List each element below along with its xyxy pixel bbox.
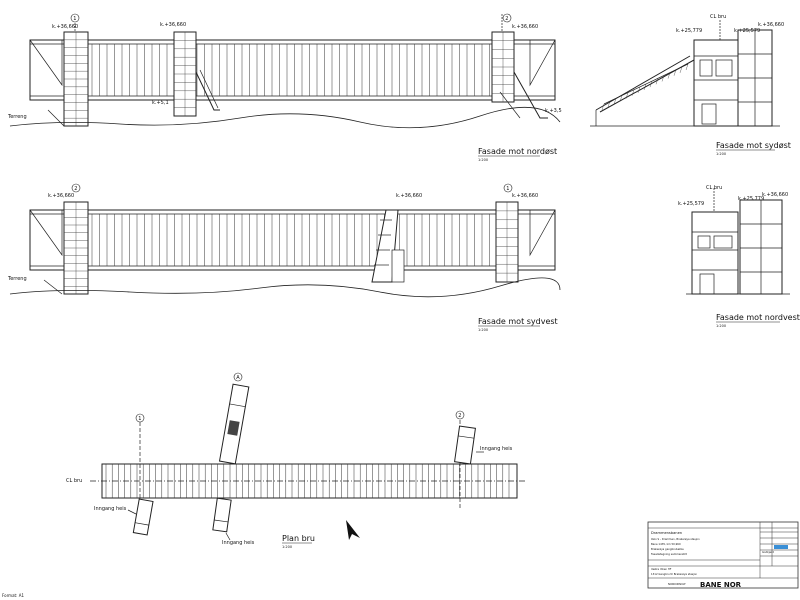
tb-company: 1312 Gangbru til Brakerøya stasjon [651, 572, 697, 576]
view-title: Fasade mot nordvest [716, 313, 800, 322]
tb-status: Godkjent [762, 550, 774, 554]
tb-company: Vestre Viken HF [651, 567, 672, 571]
view-scale: 1:200 [478, 158, 488, 162]
view-fasade-nordvest [686, 188, 790, 295]
level-label: k.+36,660 [48, 193, 74, 199]
truss-posts [91, 214, 490, 266]
tb-logo-norconsult: NORCONSULT [668, 582, 686, 586]
labels-nordvest: CL bru k.+25,579 k.+25,779 k.+36,660 Fas… [678, 185, 800, 328]
view-plan-bru [90, 383, 525, 541]
structure-line [601, 103, 605, 111]
cl-label: CL bru [710, 14, 726, 20]
terrain-label: Terreng [7, 276, 27, 282]
tb-line: Brakerøya gangbrubakke [651, 547, 684, 551]
structure-line [619, 95, 623, 102]
title-block-text: Drammensbanen Oslo S - Drammen, Brakerøy… [651, 531, 774, 589]
level-label: k.+3,5 [545, 108, 562, 114]
view-fasade-nordost [9, 14, 561, 129]
axis-marker-2: 2 [74, 186, 77, 192]
level-label: k.+36,660 [758, 22, 784, 28]
level-label: k.+25,579 [678, 201, 704, 207]
format-label: Format: A1 [2, 593, 24, 598]
stair-right [513, 71, 548, 119]
tb-logo-bane-nor: BANE NOR [700, 581, 742, 589]
view-scale: 1:200 [478, 328, 488, 332]
lift-tower-mid [212, 497, 232, 533]
axis-marker-1: 1 [138, 416, 141, 422]
labels-plan: 1 A 2 CL bru Inngang heis Inngang heis I… [66, 372, 513, 549]
tb-line: Fasadetegning sammenstilt [651, 552, 687, 556]
entrance-label: Inngang heis [480, 446, 513, 452]
level-label: k.+25,779 [738, 196, 764, 202]
lift-tower-left [132, 498, 154, 536]
level-label: k.+36,660 [396, 193, 422, 199]
labels-sydost: CL bru k.+25,779 k.+25,579 k.+36,660 Fas… [676, 14, 791, 156]
terrain-label: Terreng [7, 114, 27, 120]
structure-line [637, 86, 641, 93]
cl-label: CL bru [706, 185, 722, 191]
structure-line [625, 92, 629, 99]
terrain-line [9, 106, 561, 129]
labels-sydvest: 2 1 k.+36,660 k.+36,660 k.+36,660 Terren… [7, 183, 558, 332]
north-arrow-icon [346, 520, 360, 540]
view-title: Fasade mot sydvest [478, 317, 558, 326]
view-scale: 1:200 [716, 152, 726, 156]
tb-client: Drammensbanen [651, 531, 682, 535]
entrance-label: Inngang heis [222, 540, 255, 546]
title-block [647, 521, 799, 589]
axis-marker-2: 2 [505, 16, 508, 22]
stair-mid [195, 71, 220, 111]
structure-line [667, 72, 671, 79]
entrance-label: Inngang heis [94, 506, 127, 512]
level-label: k.+25,579 [734, 28, 760, 34]
level-label: k.+36,660 [160, 22, 186, 28]
view-scale: 1:200 [282, 545, 292, 549]
level-label: k.+36,660 [512, 24, 538, 30]
structure-line [661, 75, 665, 82]
tb-line: Bane 1435, km 50,960 [651, 542, 681, 546]
structure-line [631, 89, 635, 96]
tower-lift [691, 211, 739, 295]
axis-marker-a: A [236, 375, 240, 381]
structure-line [655, 78, 659, 85]
structure-line [613, 98, 617, 105]
truss-posts [91, 44, 490, 96]
view-title: Fasade mot sydøst [716, 141, 791, 150]
view-title: Fasade mot nordøst [478, 147, 557, 156]
axis-marker-2: 2 [458, 413, 461, 419]
level-label: k.+36,660 [762, 192, 788, 198]
structure-line [643, 83, 647, 91]
view-fasade-sydost [590, 20, 780, 127]
structure-line [685, 63, 689, 71]
labels-nordost: 1 2 k.+36,660 k.+36,660 k.+36,660 k.+5,1… [7, 13, 562, 162]
structure-line [673, 69, 677, 76]
axis-marker-1: 1 [506, 186, 509, 192]
level-label: k.+5,1 [152, 100, 169, 106]
cl-label: CL bru [66, 478, 82, 484]
view-scale: 1:200 [716, 324, 726, 328]
tb-line: Oslo S - Drammen, Brakerøya stasjon [651, 537, 700, 541]
lift-tower-right [454, 425, 476, 465]
structure-line [607, 101, 611, 108]
level-label: k.+36,660 [512, 193, 538, 199]
terrain-line [9, 277, 561, 298]
level-label: k.+36,660 [52, 24, 78, 30]
structure-line [649, 81, 653, 88]
axis-marker-1: 1 [73, 16, 76, 22]
level-label: k.+25,779 [676, 28, 702, 34]
view-title: Plan bru [282, 534, 315, 543]
view-fasade-sydvest [9, 201, 561, 298]
structure-line [679, 66, 683, 73]
